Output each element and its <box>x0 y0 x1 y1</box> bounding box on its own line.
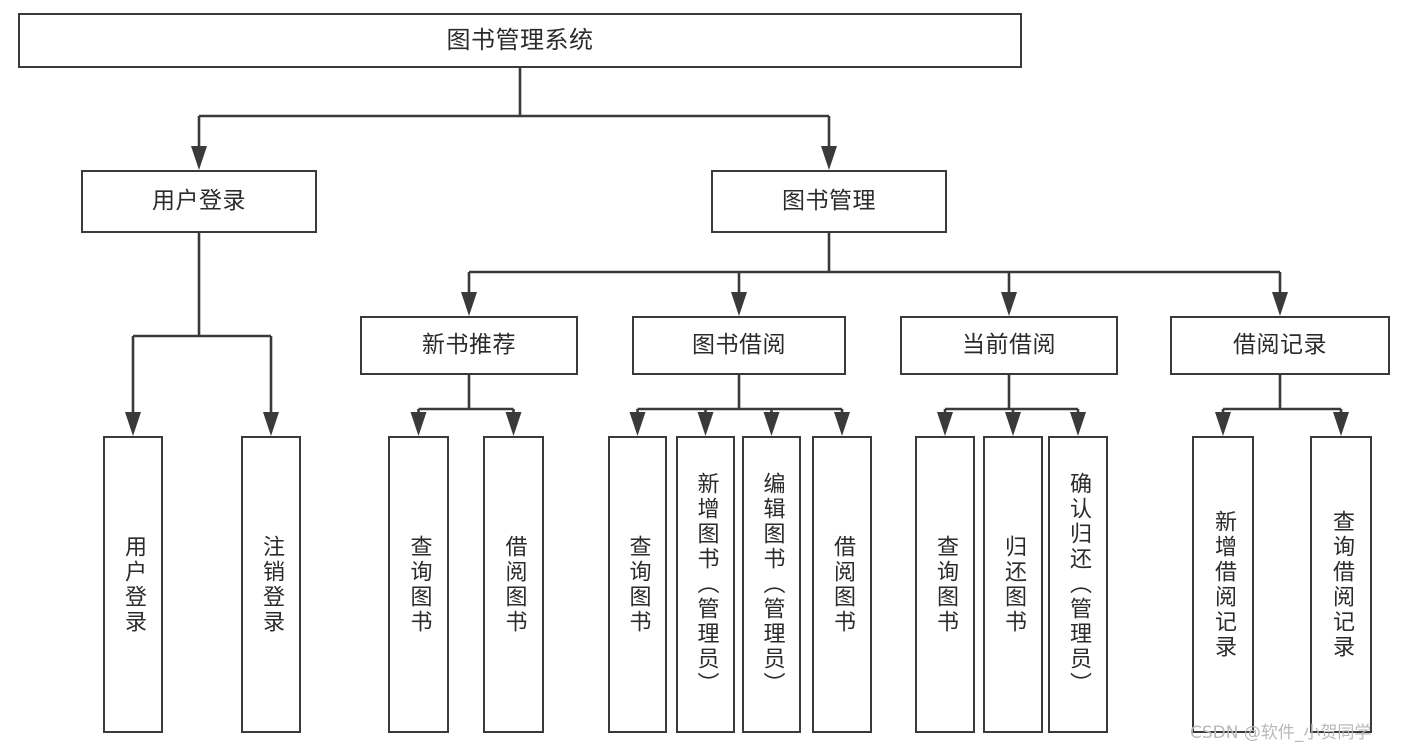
node-book-borrow[interactable]: 图书借阅 <box>632 316 846 375</box>
node-label-leaf-confirm-return-admin: 确认归还（管理员） <box>1066 472 1091 697</box>
arrowhead-leaf-borrow-book-1 <box>505 412 522 436</box>
node-leaf-add-book-admin[interactable]: 新增图书（管理员） <box>676 436 735 733</box>
arrowhead-leaf-return-book <box>1005 412 1021 436</box>
node-label-leaf-query-book-2: 查询图书 <box>625 534 651 635</box>
node-label-leaf-borrow-book-2: 借阅图书 <box>830 534 855 635</box>
arrowhead-book-borrow <box>731 292 747 316</box>
node-leaf-query-book-1[interactable]: 查询图书 <box>388 436 449 733</box>
arrowhead-leaf-query-book-1 <box>410 412 427 436</box>
node-label-leaf-query-book-3: 查询图书 <box>933 534 958 635</box>
node-leaf-confirm-return-admin[interactable]: 确认归还（管理员） <box>1048 436 1108 733</box>
arrowhead-user-login <box>191 146 207 170</box>
node-label-book-manage: 图书管理 <box>782 187 876 214</box>
node-label-borrow-record: 借阅记录 <box>1233 331 1327 358</box>
node-root[interactable]: 图书管理系统 <box>18 13 1022 68</box>
watermark-label: CSDN @软件_小贺同学 <box>1190 723 1372 743</box>
node-leaf-borrow-book-1[interactable]: 借阅图书 <box>483 436 544 733</box>
node-label-book-borrow: 图书借阅 <box>692 331 786 358</box>
node-label-leaf-query-borrow-record: 查询借阅记录 <box>1329 509 1354 660</box>
node-label-leaf-user-login: 用户登录 <box>121 534 146 635</box>
node-leaf-query-borrow-record[interactable]: 查询借阅记录 <box>1310 436 1372 733</box>
node-leaf-query-book-3[interactable]: 查询图书 <box>915 436 975 733</box>
node-label-leaf-edit-book-admin: 编辑图书（管理员） <box>759 472 785 697</box>
arrowhead-leaf-confirm-return-admin <box>1070 412 1086 436</box>
arrowhead-leaf-query-borrow-record <box>1333 412 1349 436</box>
arrowhead-leaf-user-login <box>125 412 141 436</box>
arrowhead-book-manage <box>821 146 837 170</box>
node-label-new-book-recommend: 新书推荐 <box>422 331 516 358</box>
node-label-leaf-query-book-1: 查询图书 <box>406 534 432 635</box>
node-new-book-recommend[interactable]: 新书推荐 <box>360 316 578 375</box>
node-user-login[interactable]: 用户登录 <box>81 170 317 233</box>
arrowhead-leaf-query-book-3 <box>937 412 953 436</box>
node-label-root: 图书管理系统 <box>446 26 594 55</box>
node-label-leaf-return-book: 归还图书 <box>1001 534 1026 635</box>
node-label-user-login: 用户登录 <box>152 187 246 214</box>
arrowhead-leaf-add-book-admin <box>697 412 714 436</box>
arrowhead-leaf-edit-book-admin <box>763 412 780 436</box>
node-leaf-user-login[interactable]: 用户登录 <box>103 436 163 733</box>
node-label-leaf-add-book-admin: 新增图书（管理员） <box>693 472 719 697</box>
arrowhead-current-borrow <box>1001 292 1017 316</box>
node-leaf-user-logout[interactable]: 注销登录 <box>241 436 301 733</box>
arrowhead-leaf-query-book-2 <box>629 412 646 436</box>
arrowhead-leaf-add-borrow-record <box>1215 412 1231 436</box>
node-label-current-borrow: 当前借阅 <box>962 331 1056 358</box>
node-leaf-return-book[interactable]: 归还图书 <box>983 436 1043 733</box>
arrowhead-leaf-borrow-book-2 <box>834 412 850 436</box>
node-borrow-record[interactable]: 借阅记录 <box>1170 316 1390 375</box>
node-leaf-borrow-book-2[interactable]: 借阅图书 <box>812 436 872 733</box>
arrowhead-new-book-recommend <box>461 292 477 316</box>
node-book-manage[interactable]: 图书管理 <box>711 170 947 233</box>
node-leaf-query-book-2[interactable]: 查询图书 <box>608 436 667 733</box>
node-leaf-edit-book-admin[interactable]: 编辑图书（管理员） <box>742 436 801 733</box>
node-label-leaf-add-borrow-record: 新增借阅记录 <box>1211 509 1236 660</box>
node-leaf-add-borrow-record[interactable]: 新增借阅记录 <box>1192 436 1254 733</box>
arrowhead-borrow-record <box>1272 292 1288 316</box>
node-label-leaf-user-logout: 注销登录 <box>259 534 284 635</box>
node-current-borrow[interactable]: 当前借阅 <box>900 316 1118 375</box>
arrowhead-leaf-user-logout <box>263 412 279 436</box>
node-label-leaf-borrow-book-1: 借阅图书 <box>501 534 527 635</box>
